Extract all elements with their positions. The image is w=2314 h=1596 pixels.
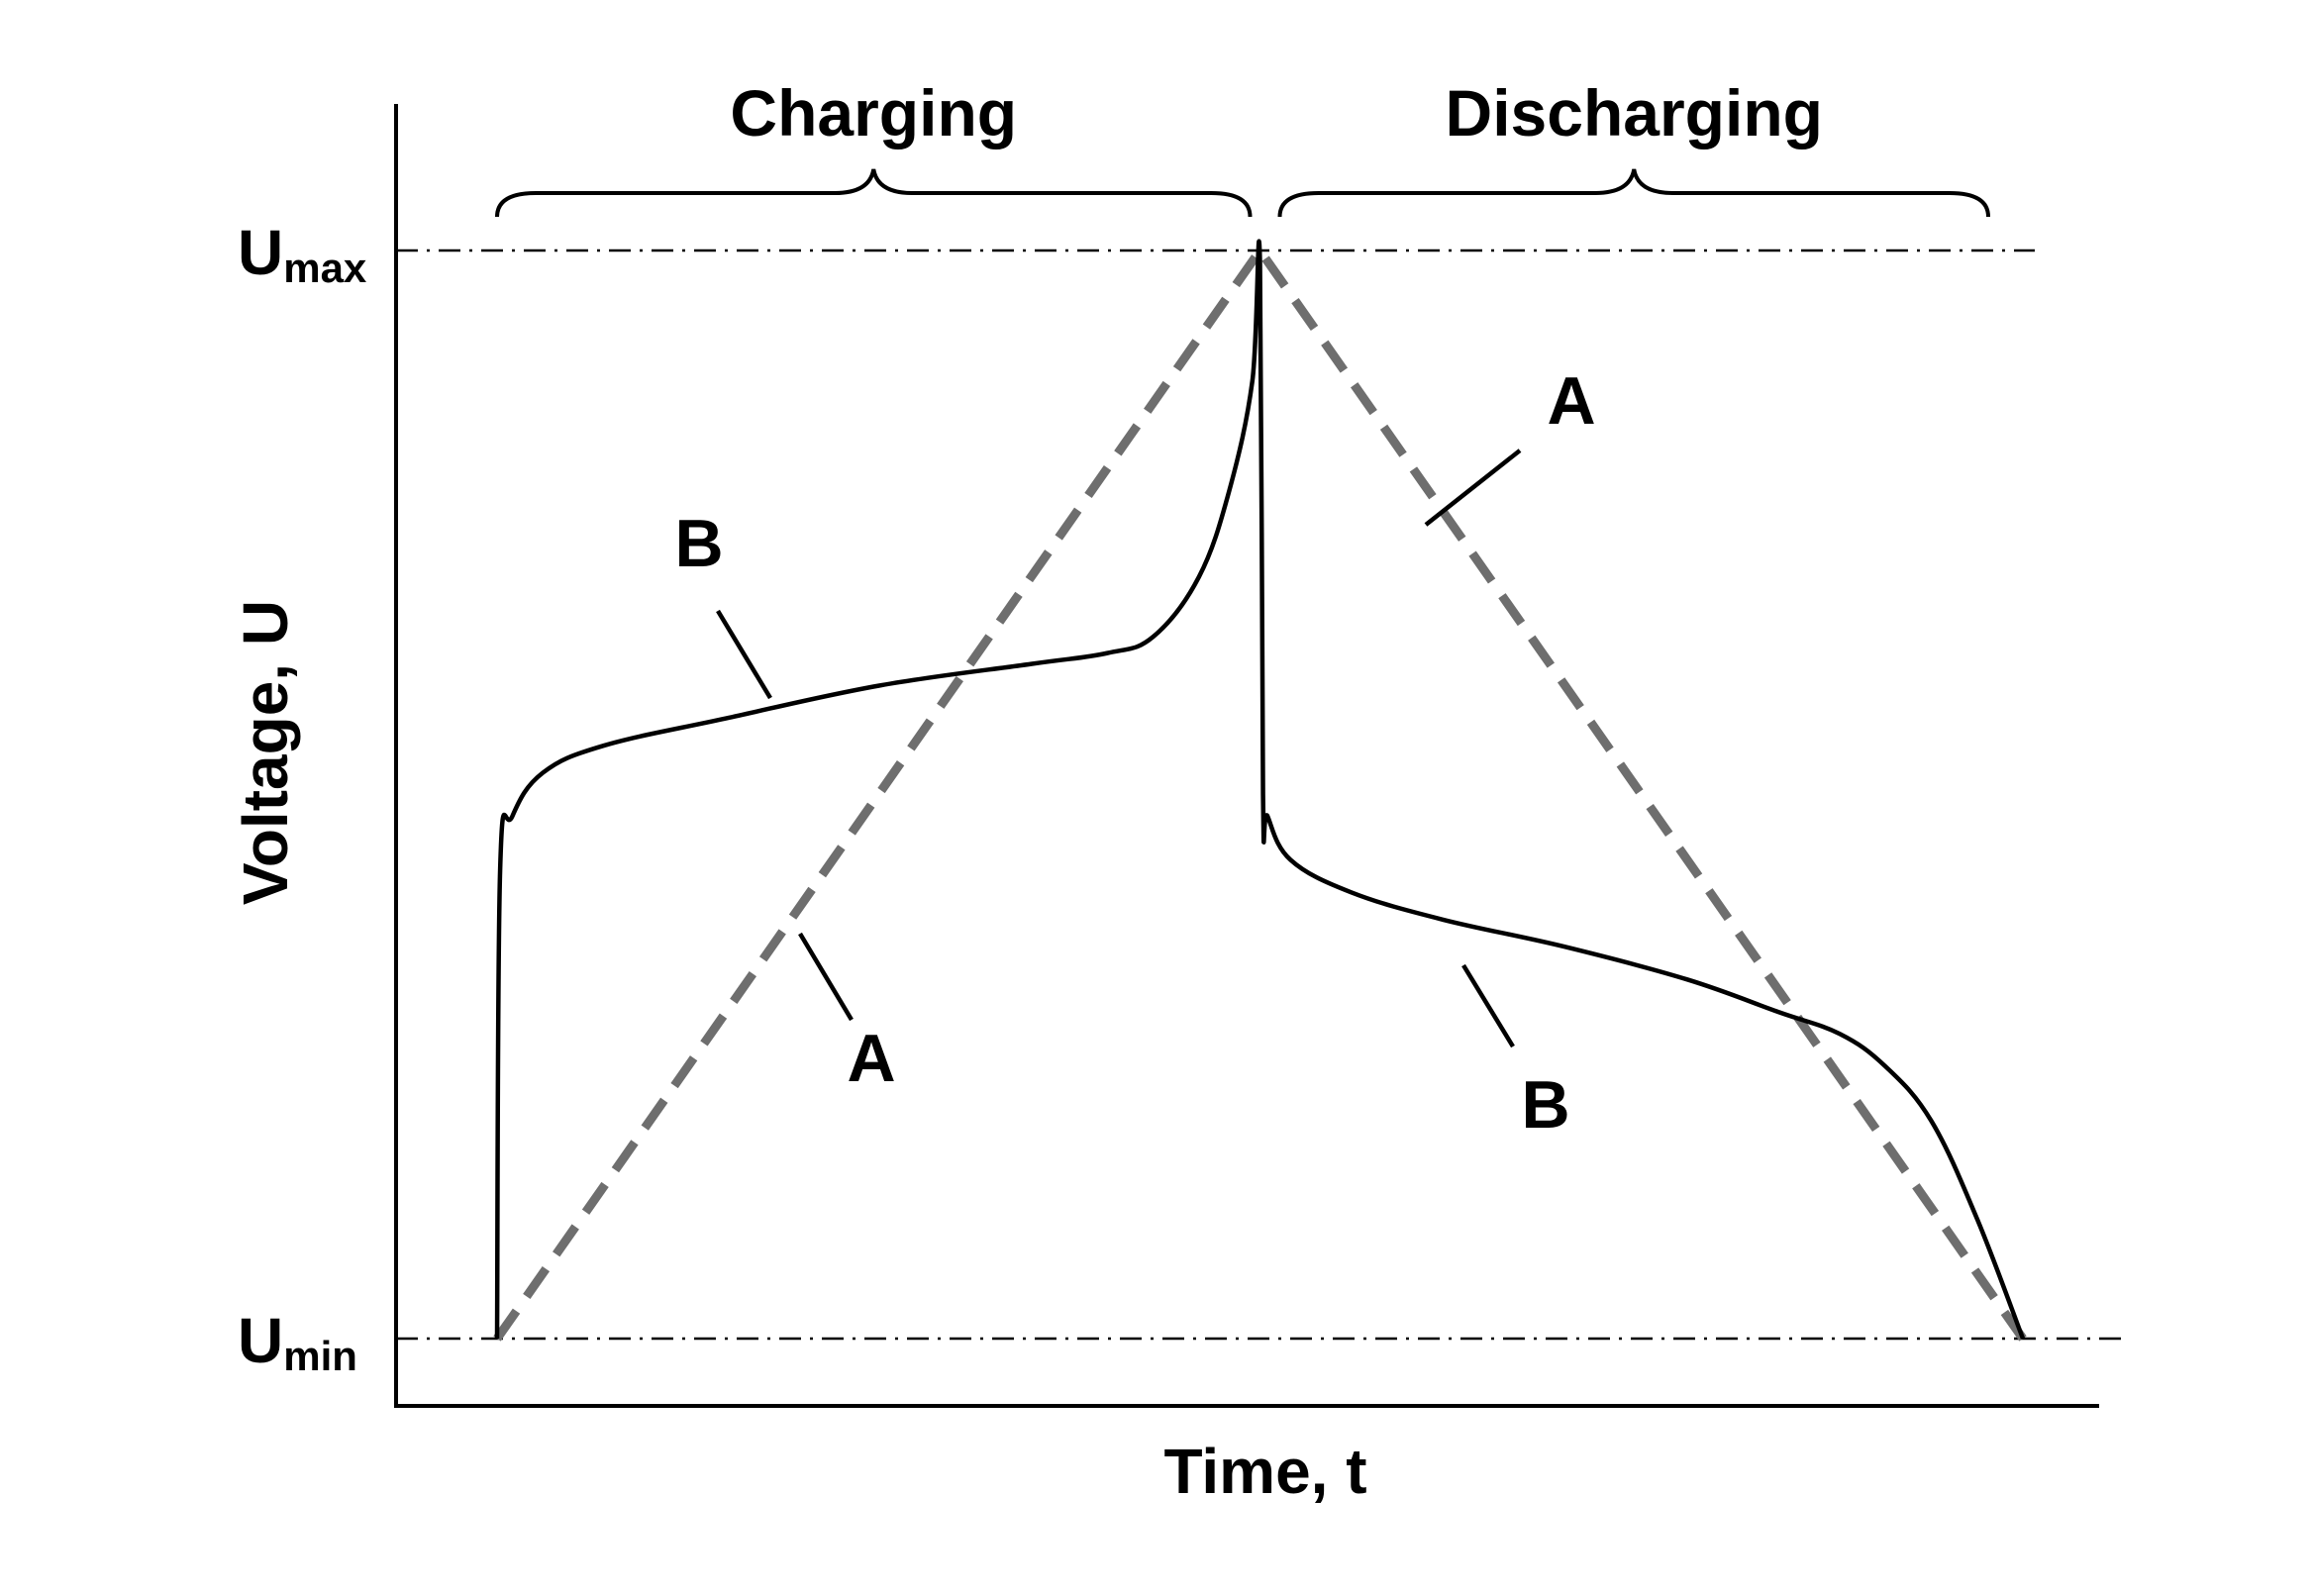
reference-label-main: U: [238, 1305, 283, 1376]
annotation-label-b-discharging: B: [1521, 1067, 1569, 1143]
phase-brace-discharging: [1277, 168, 1990, 218]
reference-lines-layer: [396, 249, 2124, 1341]
phase-label-discharging: Discharging: [1446, 76, 1823, 150]
annotation-leader-a-charging: [798, 932, 854, 1022]
phase-braces-layer: [495, 168, 1990, 218]
annotation-label-a-charging: A: [847, 1021, 895, 1096]
series-b-line: [494, 239, 2026, 1340]
reference-label-subscript: min: [283, 1333, 357, 1379]
phase-label-charging: Charging: [730, 76, 1017, 150]
annotation-label-a-discharging: A: [1547, 363, 1595, 439]
x-axis-label: Time, t: [1163, 1436, 1366, 1507]
reference-label-subscript: max: [283, 245, 367, 291]
annotation-leader-b-charging: [716, 609, 772, 700]
annotation-label-b-charging: B: [674, 506, 723, 581]
annotation-leader-b-discharging: [1461, 963, 1515, 1048]
axes-layer: [394, 104, 2099, 1408]
reference-label-max: Umax: [238, 217, 367, 291]
series-a-line: [493, 246, 2027, 1342]
reference-label-min: Umin: [238, 1305, 357, 1379]
y-axis-label: Voltage, U: [230, 600, 301, 905]
annotation-leader-a-discharging: [1424, 449, 1522, 527]
phase-brace-charging: [495, 168, 1253, 218]
series-layer: [493, 239, 2027, 1342]
reference-label-main: U: [238, 217, 283, 288]
